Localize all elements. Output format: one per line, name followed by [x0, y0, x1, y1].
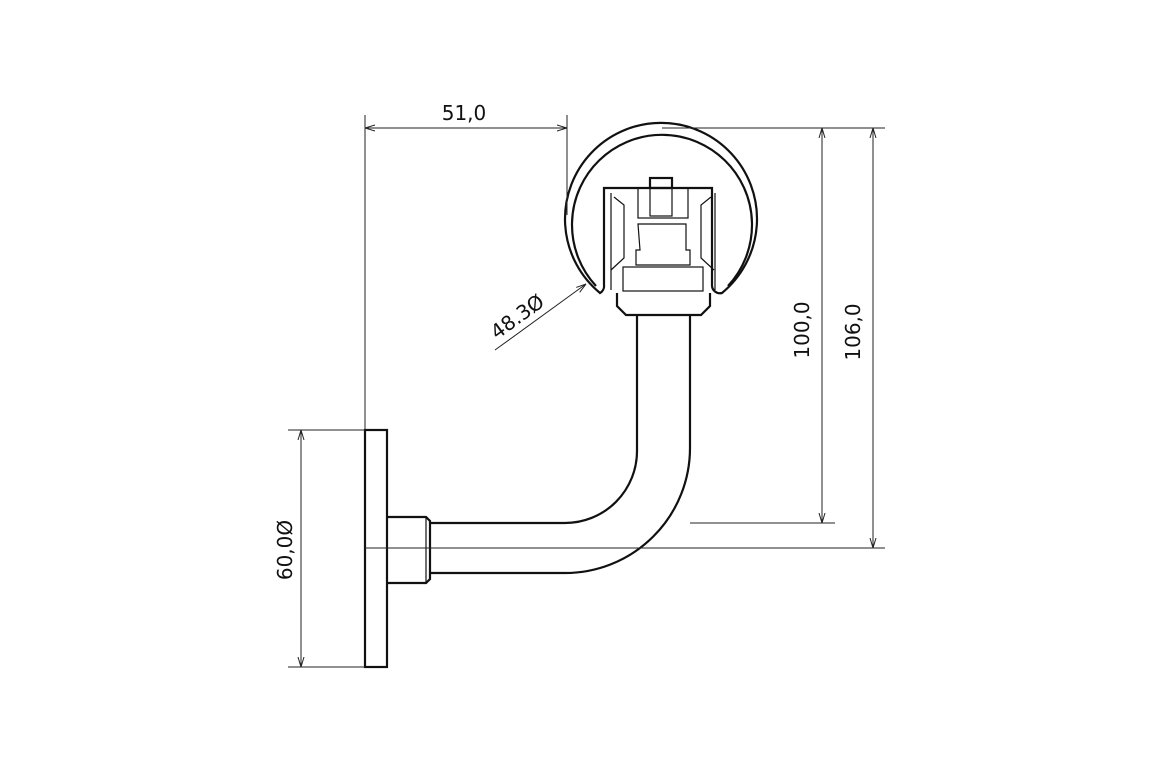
dimension-label: 60,0Ø: [273, 520, 297, 580]
dimension-label: 51,0: [442, 101, 487, 125]
dimension-106: 106,0: [841, 128, 873, 548]
extension-lines: [288, 115, 885, 668]
bent-tube: [430, 315, 692, 575]
saddle-collar: [615, 293, 712, 317]
dimension-60: 60,0Ø: [273, 430, 301, 667]
dimension-label: 100,0: [790, 301, 814, 358]
dimension-51: 51,0: [365, 101, 567, 128]
handrail-profile: [563, 121, 759, 295]
dimension-48-3: 48.3Ø: [486, 284, 586, 351]
dimension-label: 106,0: [841, 303, 865, 360]
mounting-boss: [387, 515, 432, 585]
dimension-label: 48.3Ø: [486, 289, 549, 344]
dimension-100: 100,0: [790, 128, 822, 523]
